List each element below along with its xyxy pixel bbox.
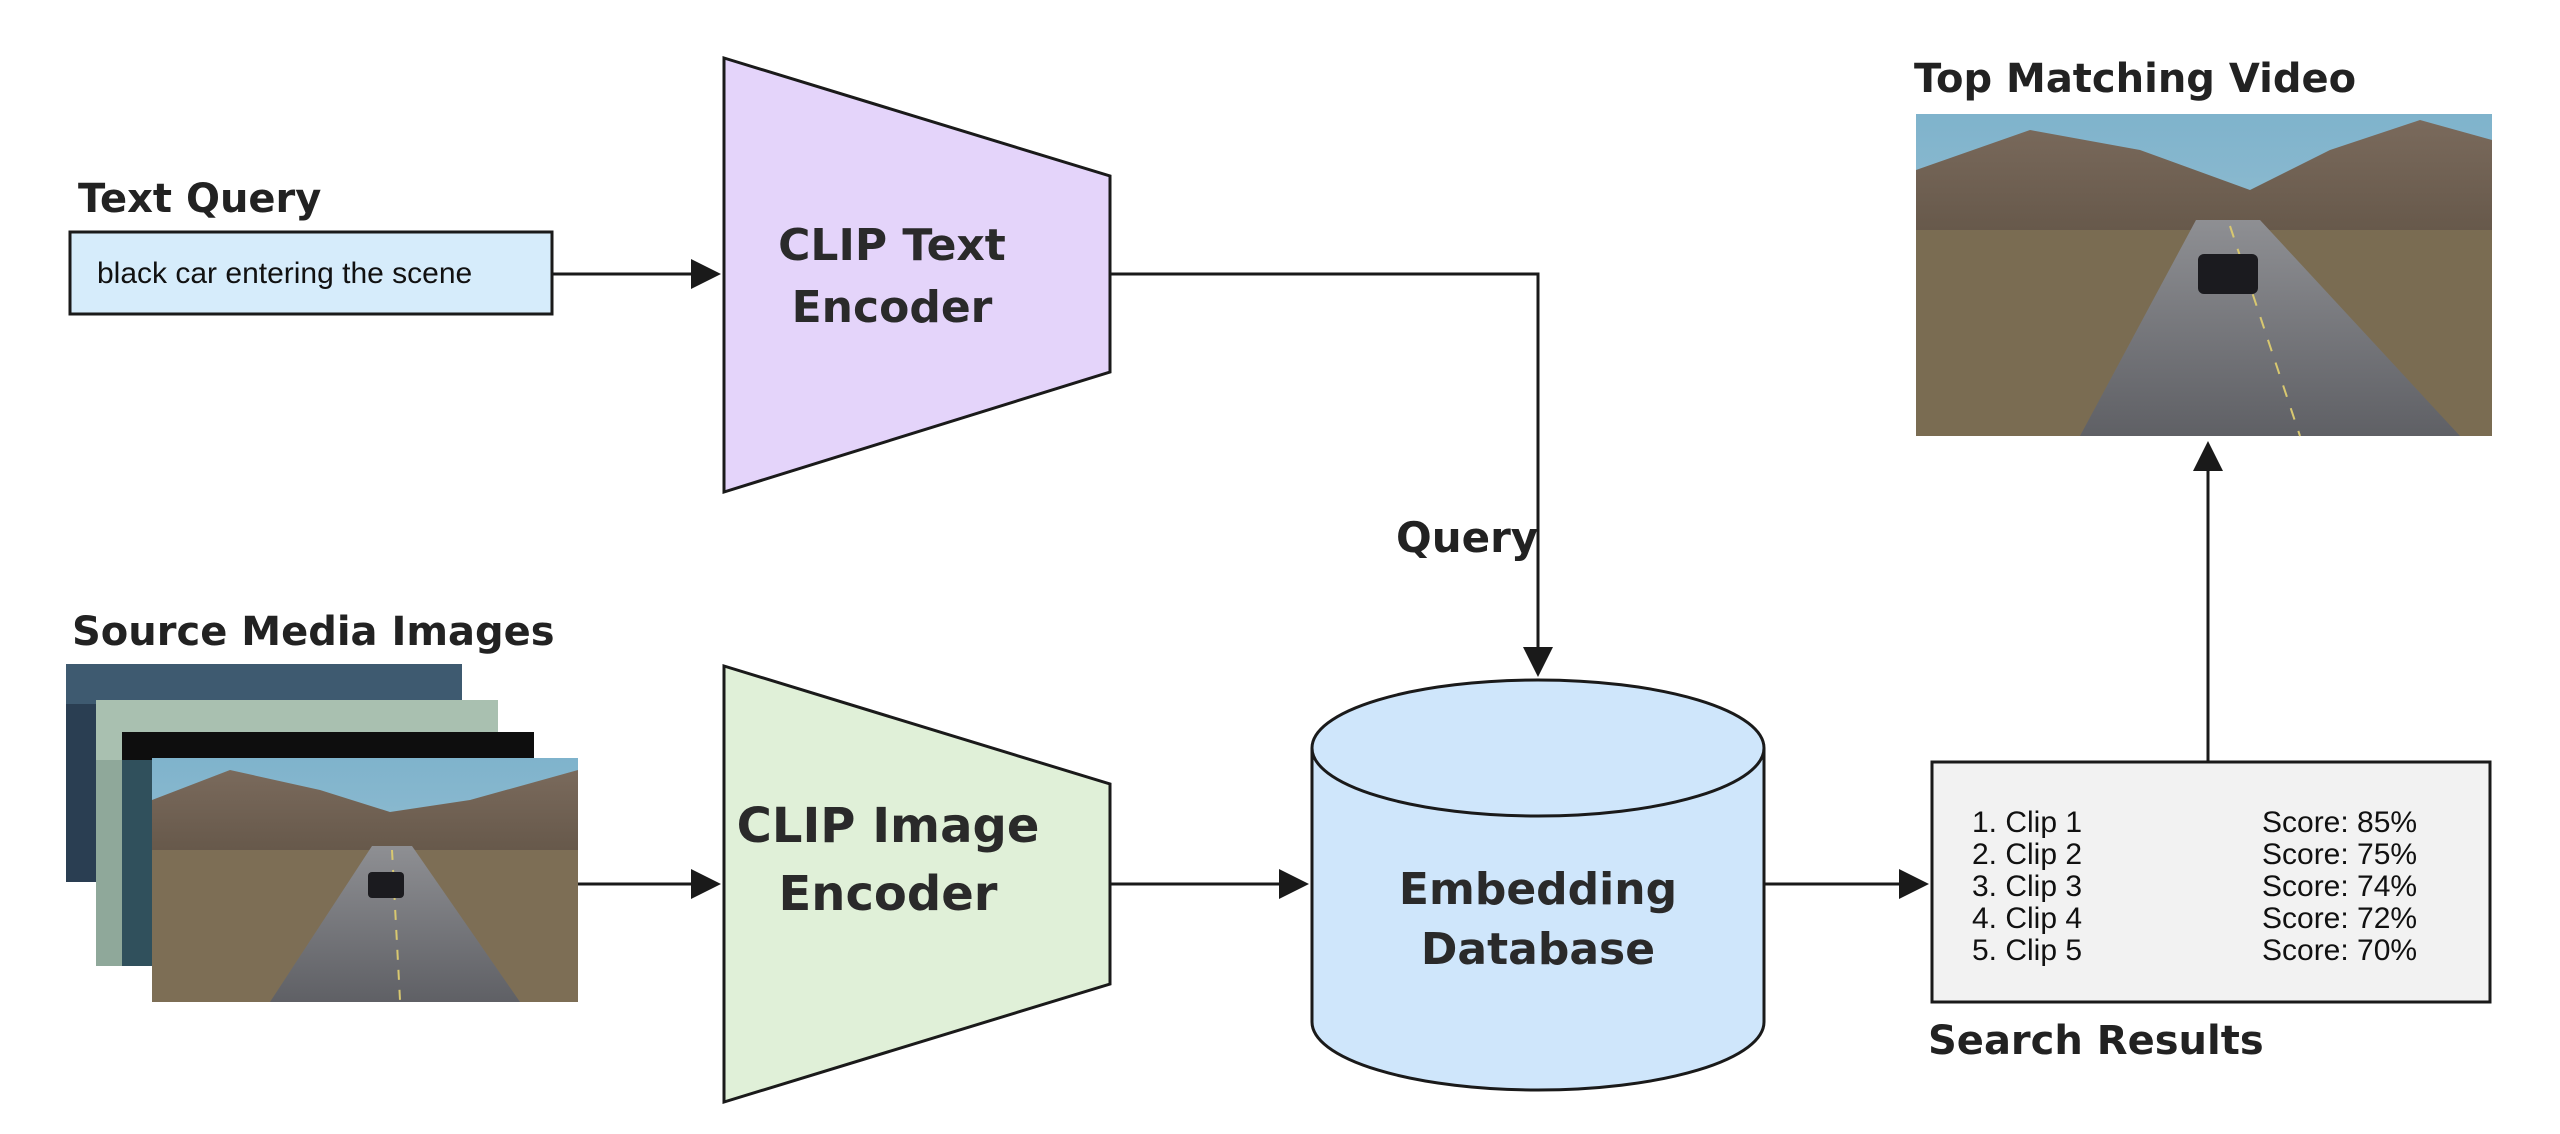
clip-text-encoder	[722, 55, 1112, 495]
result-clip-name: 1. Clip 1	[1972, 806, 2082, 839]
source-media-label: Source Media Images	[72, 609, 555, 655]
top-matching-label: Top Matching Video	[1914, 56, 2356, 102]
result-score: Score: 85%	[2262, 806, 2417, 839]
result-score: Score: 75%	[2262, 838, 2417, 871]
database-line2: Database	[1421, 924, 1655, 975]
result-clip-name: 5. Clip 5	[1972, 934, 2082, 967]
result-row[interactable]: 1. Clip 1 Score: 85%	[1972, 806, 2417, 839]
result-row[interactable]: 4. Clip 4 Score: 72%	[1972, 902, 2417, 935]
text-encoder-line2: Encoder	[792, 282, 993, 333]
image-encoder-line1: CLIP Image	[737, 798, 1040, 854]
source-media-stack	[66, 664, 578, 1002]
result-score: Score: 70%	[2262, 934, 2417, 967]
clip-image-encoder	[722, 663, 1112, 1105]
text-encoder-line1: CLIP Text	[778, 220, 1006, 271]
result-score: Score: 74%	[2262, 870, 2417, 903]
embedding-database: Embedding Database	[1310, 678, 1766, 1092]
result-row[interactable]: 2. Clip 2 Score: 75%	[1972, 838, 2417, 871]
query-label: Query	[1396, 513, 1538, 562]
database-line1: Embedding	[1399, 864, 1677, 915]
result-score: Score: 72%	[2262, 902, 2417, 935]
arrow-text-encoder-to-database	[1110, 272, 1553, 677]
result-row[interactable]: 3. Clip 3 Score: 74%	[1972, 870, 2417, 903]
text-query-box[interactable]	[68, 230, 554, 316]
text-query-label: Text Query	[78, 176, 321, 222]
result-clip-name: 4. Clip 4	[1972, 902, 2082, 935]
result-clip-name: 2. Clip 2	[1972, 838, 2082, 871]
search-results-label: Search Results	[1928, 1018, 2264, 1064]
result-clip-name: 3. Clip 3	[1972, 870, 2082, 903]
top-matching-video[interactable]	[1916, 114, 2492, 437]
text-query-value: black car entering the scene	[97, 257, 472, 290]
media-frame-front	[152, 758, 578, 1002]
search-results-box	[1930, 760, 2492, 1004]
result-row[interactable]: 5. Clip 5 Score: 70%	[1972, 934, 2417, 967]
image-encoder-line2: Encoder	[779, 866, 998, 922]
car-icon	[2198, 254, 2258, 294]
